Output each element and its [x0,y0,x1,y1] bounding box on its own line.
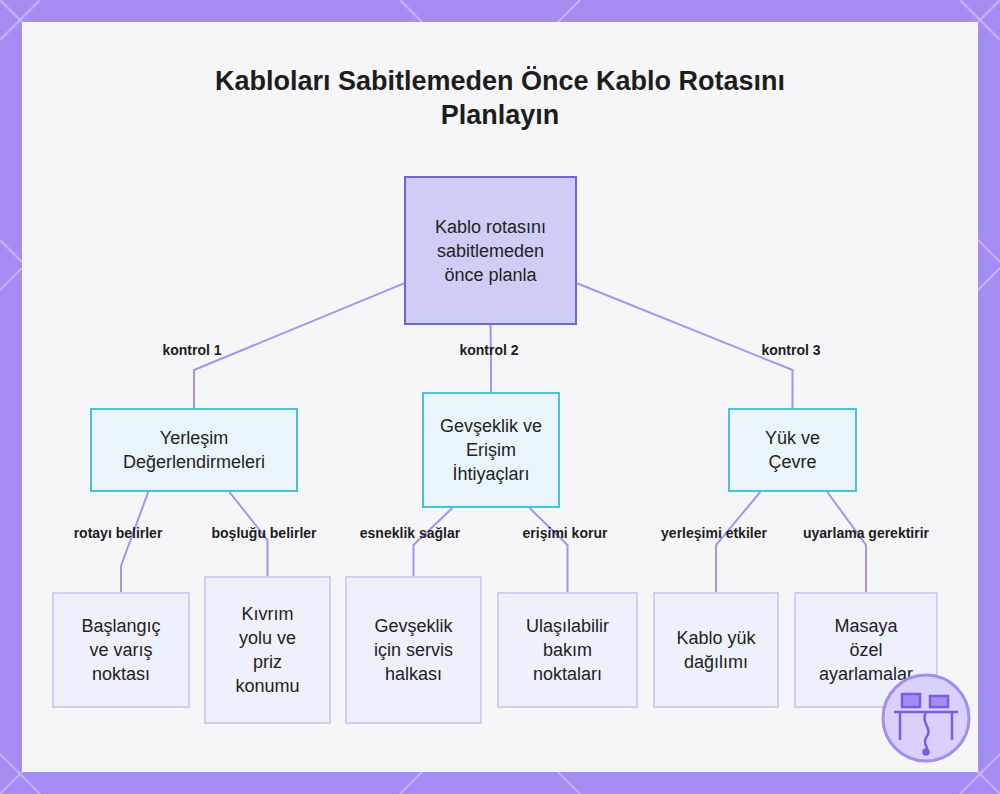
category-box: Yük ve Çevre [728,408,857,492]
box-text-group: Kablo yük dağılımı [671,626,761,674]
box-text-group: Masaya özel ayarlamalar [819,614,913,686]
diagram-title: Kabloları Sabitlemeden Önce Kablo Rotası… [200,64,800,132]
box-text-group: Gevşeklik için servis halkası [365,614,462,686]
edge-label: uyarlama gerektirir [803,525,929,541]
detail-box: Kıvrım yolu ve priz konumu [204,576,331,724]
edge-label: kontrol 1 [162,342,221,358]
edge-label: rotayı belirler [74,525,163,541]
box-text-group: Ulaşılabilir bakım noktaları [513,614,622,686]
box-text-group: Yük ve Çevre [758,426,827,474]
box-text: Kablo rotasını sabitlemeden önce planla [432,215,549,287]
root-box: Kablo rotasını sabitlemeden önce planla [404,176,577,325]
detail-box: Başlangıç ve varış noktası [52,592,190,708]
edge-label: boşluğu belirler [211,525,316,541]
box-text: Yük ve Çevre [758,426,827,474]
detail-box: Gevşeklik için servis halkası [345,576,482,724]
detail-box: Ulaşılabilir bakım noktaları [497,592,638,708]
box-text: Ulaşılabilir bakım noktaları [513,614,622,686]
box-text: Başlangıç ve varış noktası [70,614,172,686]
box-text: Gevşeklik için servis halkası [365,614,462,686]
box-text: Gevşeklik ve Erişim İhtiyaçları [438,414,544,486]
box-text: Kablo yük dağılımı [671,626,761,674]
box-text: Kıvrım yolu ve priz konumu [230,602,305,698]
edge-label: yerleşimi etkiler [661,525,767,541]
connector-line [530,508,568,592]
category-box: Gevşeklik ve Erişim İhtiyaçları [422,392,560,508]
box-text-group: Kıvrım yolu ve priz konumu [230,602,305,698]
box-text-group: Gevşeklik ve Erişim İhtiyaçları [438,414,544,486]
box-text-group: Başlangıç ve varış noktası [70,614,172,686]
box-text-group: Yerleşim Değerlendirmeleri [112,426,276,474]
logo-badge [880,672,972,764]
connector-line [490,325,493,392]
edge-label: esneklik sağlar [360,525,460,541]
box-text-group: Kablo rotasını sabitlemeden önce planla [432,215,549,287]
category-box: Yerleşim Değerlendirmeleri [90,408,298,492]
edge-label: kontrol 2 [459,342,518,358]
edge-label: erişimi korur [523,525,608,541]
connector-line [194,283,404,408]
connector-line [121,492,148,592]
box-text: Masaya özel ayarlamalar [819,614,913,686]
connector-line [716,492,760,592]
detail-box: Kablo yük dağılımı [653,592,779,708]
box-text: Yerleşim Değerlendirmeleri [112,426,276,474]
connector-line [577,283,793,408]
connector-line [827,492,866,592]
edge-label: kontrol 3 [761,342,820,358]
connector-line [414,508,453,576]
